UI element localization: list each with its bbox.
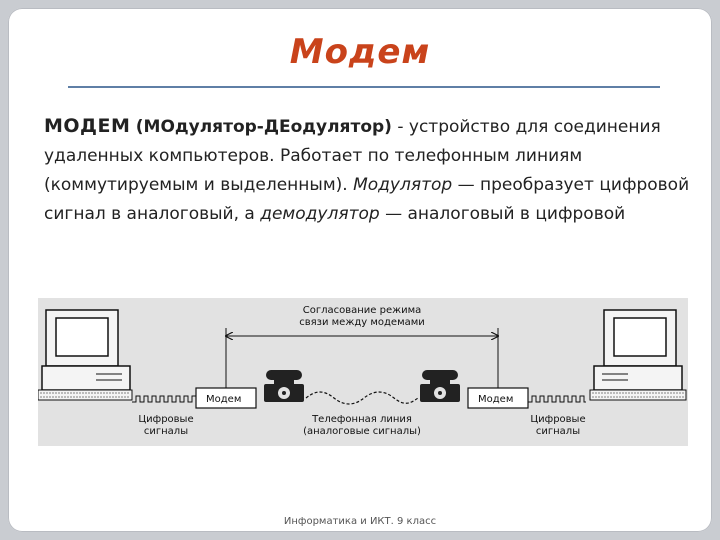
phone-line-label-2: (аналоговые сигналы) [303, 426, 421, 437]
term-demodulator: демодулятор [260, 204, 380, 224]
digital-right-label-1: Цифровые [530, 414, 585, 425]
negotiation-label-1: Согласование режима [303, 305, 422, 316]
slide-footer: Информатика и ИКТ. 9 класс [283, 516, 437, 527]
term-expansion: (МОдулятор-ДЕодулятор) [135, 117, 392, 137]
modem-diagram-svg: Согласование режима связи между модемами [38, 305, 687, 437]
definition-text-3: — аналоговый в цифровой [379, 204, 626, 224]
slide-title: Модем [289, 32, 431, 72]
modem-left-box [195, 387, 257, 409]
title-divider [68, 86, 660, 88]
modem-left-label: Модем [206, 394, 241, 405]
phone-line-label-1: Телефонная линия [311, 414, 412, 425]
term-modulator: Модулятор [353, 175, 453, 195]
modem-diagram: Согласование режима связи между модемами [38, 298, 688, 446]
left-computer-icon [38, 309, 133, 401]
term-modem: МОДЕМ [44, 115, 131, 137]
digital-left-label-1: Цифровые [138, 414, 193, 425]
analog-signal [305, 391, 419, 405]
slide: Модем МОДЕМ (МОдулятор-ДЕодулятор) - уст… [8, 8, 712, 532]
digital-left-label-2: сигналы [144, 426, 188, 437]
definition-text-2: — преобразует цифровой сигнал в аналогов… [44, 175, 690, 224]
modem-right-label: Модем [478, 394, 513, 405]
definition-paragraph: МОДЕМ (МОдулятор-ДЕодулятор) - устройств… [44, 112, 694, 229]
digital-right-label-2: сигналы [536, 426, 580, 437]
modem-right-box [467, 387, 529, 409]
definition-text-1: - устройство для соединения удаленных ко… [44, 117, 661, 195]
negotiation-label-2: связи между модемами [299, 317, 425, 328]
right-telephone-icon [420, 370, 460, 402]
right-computer-icon [589, 309, 687, 401]
left-telephone-icon [264, 370, 304, 402]
